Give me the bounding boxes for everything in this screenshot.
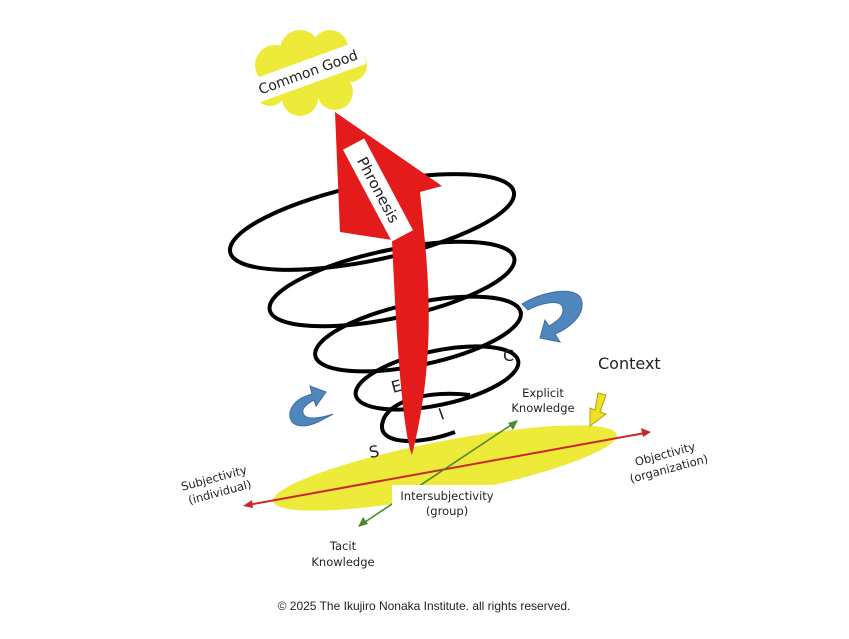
tacit-label-2: Knowledge [311, 555, 374, 569]
intersubjectivity-label-1: Intersubjectivity [400, 489, 493, 503]
phronesis-label-box [342, 138, 414, 242]
seci-i: I [436, 404, 447, 423]
common-good-cloud: Common Good [249, 30, 367, 116]
seci-s: S [367, 441, 380, 461]
seci-e: E [389, 376, 404, 397]
subjectivity-objectivity-axis [243, 428, 651, 508]
rotation-arrow-left [289, 385, 334, 427]
explicit-label-2: Knowledge [511, 401, 574, 415]
copyright-footer: © 2025 The Ikujiro Nonaka Institute. all… [278, 599, 571, 613]
intersubjectivity-box [392, 485, 502, 521]
tacit-label-1: Tacit [329, 539, 357, 553]
context-arrow [589, 392, 608, 427]
seci-c: C [503, 346, 514, 365]
intersubjectivity-label-2: (group) [426, 504, 468, 518]
phronesis-arrow [335, 112, 442, 455]
tacit-explicit-axis [358, 420, 518, 527]
rotation-arrow-right [521, 290, 583, 343]
explicit-label-1: Explicit [522, 386, 564, 400]
context-label: Context [598, 354, 661, 373]
